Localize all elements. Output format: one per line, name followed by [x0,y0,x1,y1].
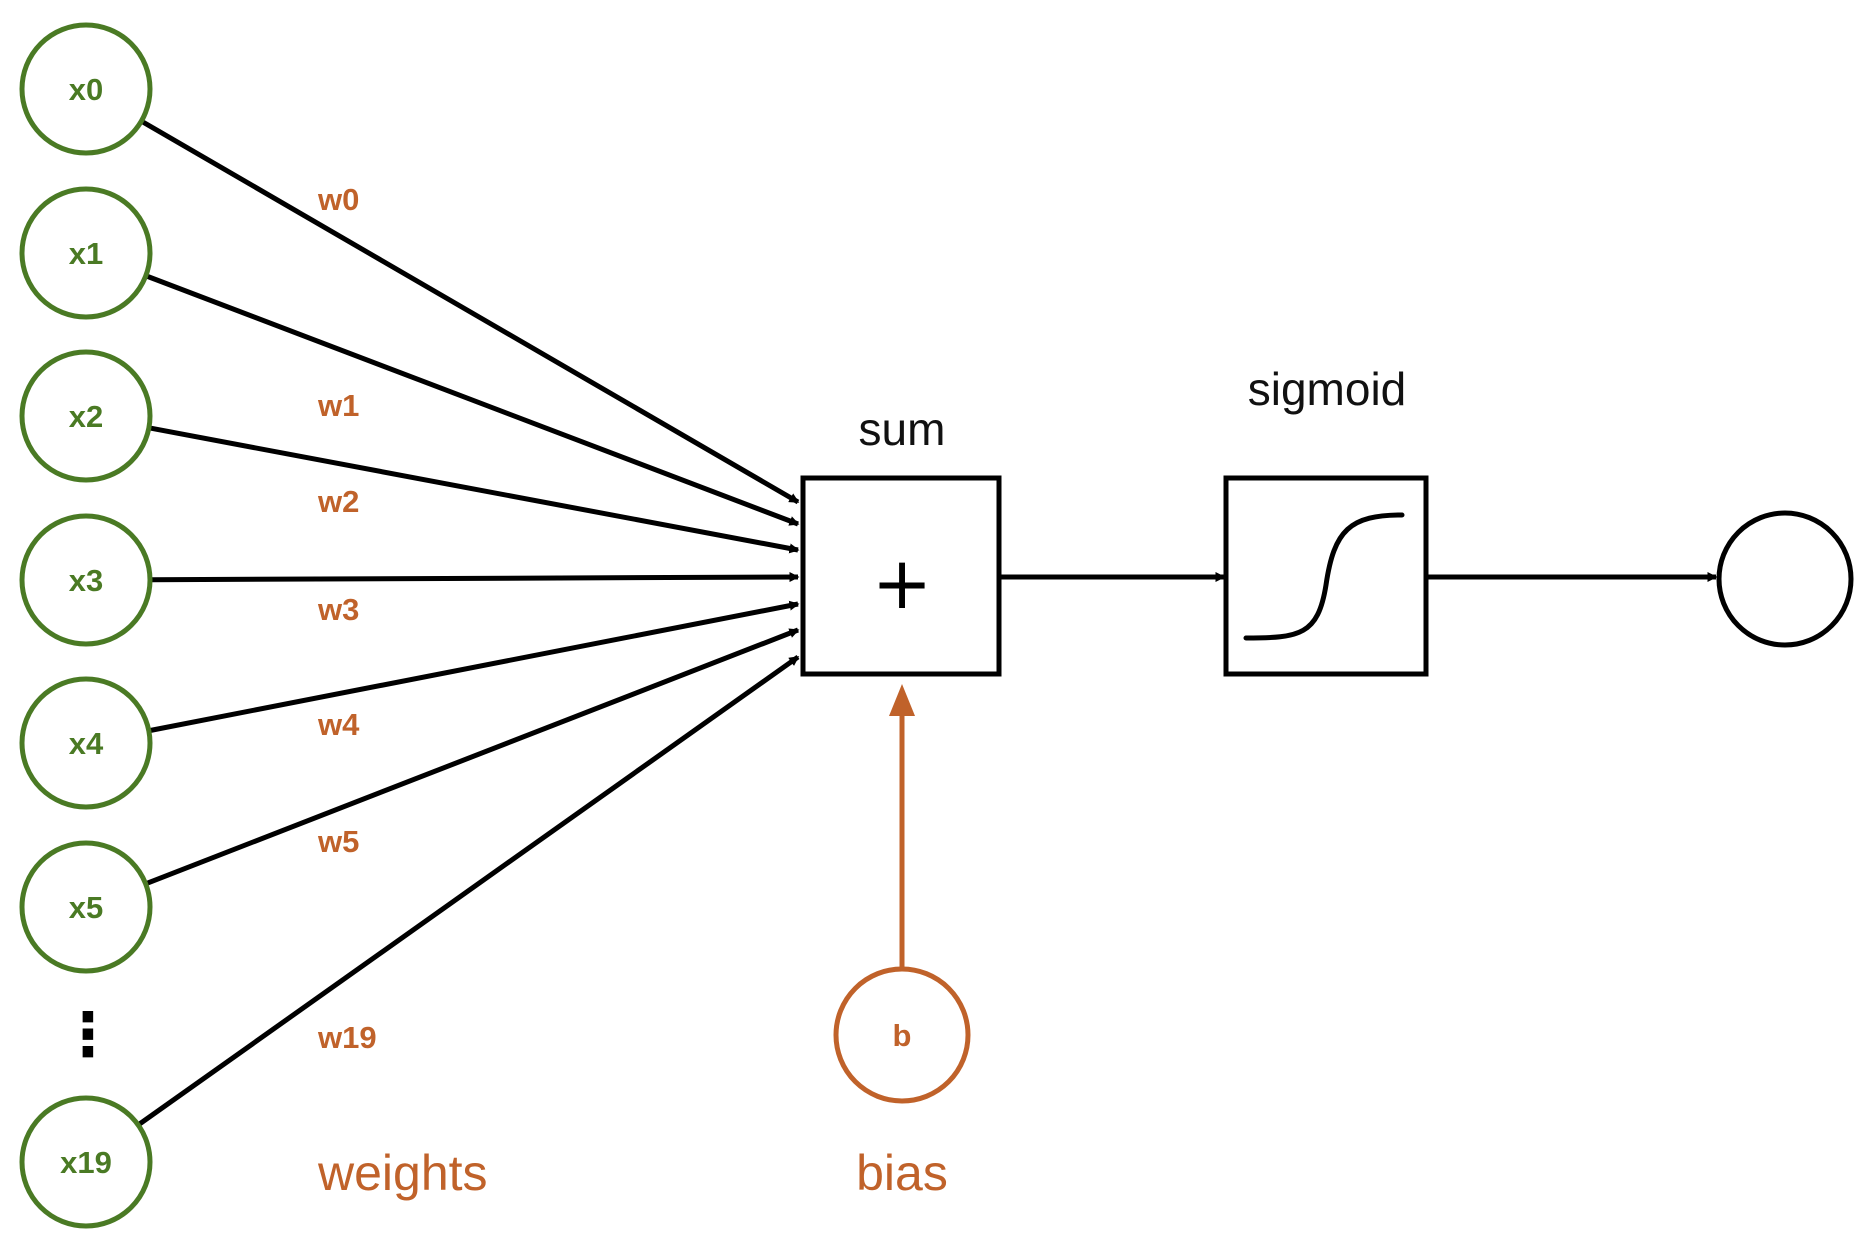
sum-title: sum [859,403,946,455]
input-node-label: x1 [69,236,103,271]
sigmoid-title: sigmoid [1248,363,1407,415]
weight-label-w0: w0 [317,182,359,217]
input-node-circle [19,1095,153,1229]
input-node-x3: x3 [19,513,153,647]
weight-label-w19: w19 [317,1020,377,1055]
input-nodes: x0 x1 x2 x3 x4 x5 x19 [19,22,153,1229]
edge-x19-to-sum [136,654,800,1128]
weight-label-w5: w5 [317,824,359,859]
inputs-ellipsis: ⋮ [58,1000,118,1070]
edge-x5-to-sum [144,627,800,887]
edge-x4-to-sum [148,600,800,734]
bias-caption: bias [856,1145,948,1201]
input-node-circle [19,22,153,156]
bias-arrowhead-icon [889,684,915,716]
input-edges [136,118,800,1128]
sum-box [800,475,1002,677]
weight-labels: w0 w1 w2 w3 w4 w5 w19 [317,182,377,1055]
sum-plus-icon: + [872,541,932,625]
sigmoid-curve-icon [1243,512,1405,641]
weight-label-w1: w1 [317,388,359,423]
edge-x2-to-sum [148,425,800,554]
weights-caption: weights [317,1145,488,1201]
input-node-circle [19,349,153,483]
input-node-circle [19,513,153,647]
edge-x3-to-sum [149,572,800,583]
input-node-circle [19,840,153,974]
input-node-x5: x5 [19,840,153,974]
input-node-label: x5 [69,890,103,925]
input-node-label: x19 [60,1145,112,1180]
input-node-x0: x0 [19,22,153,156]
input-node-label: x2 [69,399,103,434]
weight-label-w4: w4 [317,707,360,742]
output-node [1716,510,1854,648]
input-node-label: x0 [69,72,103,107]
edge-x1-to-sum [144,273,800,527]
weight-label-w3: w3 [317,592,359,627]
input-node-label: x4 [69,726,104,761]
input-node-x2: x2 [19,349,153,483]
input-node-label: x3 [69,563,103,598]
input-node-circle [19,186,153,320]
input-node-x4: x4 [19,676,153,810]
input-node-x1: x1 [19,186,153,320]
weight-label-w2: w2 [317,484,359,519]
input-node-x19: x19 [19,1095,153,1229]
bias-node [833,966,971,1104]
bias-node-label: b [893,1018,912,1053]
input-node-circle [19,676,153,810]
edge-x0-to-sum [140,118,800,505]
